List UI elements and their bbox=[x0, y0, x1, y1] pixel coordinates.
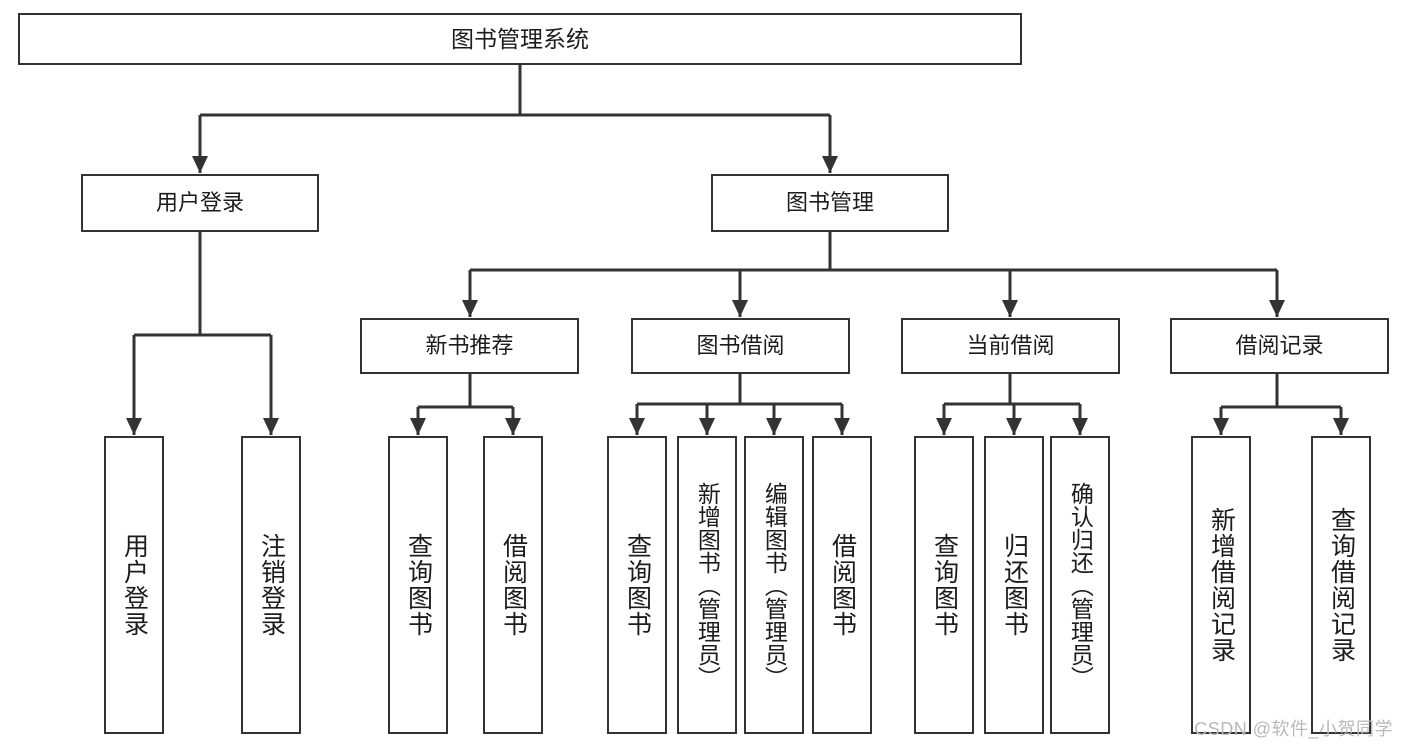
node-leaf-query-book-borrow[interactable]: 查询图书 bbox=[607, 436, 667, 734]
node-label-current-borrow: 当前借阅 bbox=[966, 333, 1055, 358]
node-leaf-confirm-return[interactable]: 确认归还（管理员） bbox=[1050, 436, 1110, 734]
arrowhead-book-borrow-to-leaf-borrow-book bbox=[834, 418, 850, 435]
node-leaf-borrow-book[interactable]: 借阅图书 bbox=[812, 436, 872, 734]
arrowhead-user-login-to-leaf-user-login bbox=[126, 418, 142, 435]
arrowhead-book-manage-to-borrow-record bbox=[1269, 300, 1285, 317]
node-leaf-logout[interactable]: 注销登录 bbox=[241, 436, 301, 734]
node-label-leaf-return-book: 归还图书 bbox=[1000, 533, 1029, 637]
arrowhead-current-borrow-to-leaf-query-book-current bbox=[936, 418, 952, 435]
arrowhead-current-borrow-to-leaf-return-book bbox=[1006, 418, 1022, 435]
arrowhead-root-to-user-login bbox=[192, 156, 208, 173]
node-label-leaf-query-book-borrow: 查询图书 bbox=[623, 533, 652, 637]
node-user-login[interactable]: 用户登录 bbox=[81, 174, 319, 232]
node-label-book-borrow: 图书借阅 bbox=[696, 333, 785, 358]
node-leaf-user-login[interactable]: 用户登录 bbox=[104, 436, 164, 734]
node-label-leaf-add-record: 新增借阅记录 bbox=[1207, 507, 1236, 663]
node-label-leaf-logout: 注销登录 bbox=[257, 533, 286, 637]
node-new-book-recommend[interactable]: 新书推荐 bbox=[360, 318, 579, 374]
arrowhead-book-borrow-to-leaf-edit-book bbox=[766, 418, 782, 435]
node-label-leaf-query-book-current: 查询图书 bbox=[930, 533, 959, 637]
arrowhead-book-manage-to-current-borrow bbox=[1002, 300, 1018, 317]
node-label-leaf-confirm-return: 确认归还（管理员） bbox=[1067, 481, 1094, 689]
arrowhead-current-borrow-to-leaf-confirm-return bbox=[1072, 418, 1088, 435]
arrowhead-book-borrow-to-leaf-query-book-borrow bbox=[629, 418, 645, 435]
node-label-root: 图书管理系统 bbox=[451, 25, 589, 52]
arrowhead-book-manage-to-new-book-recommend bbox=[462, 300, 478, 317]
arrowhead-borrow-record-to-leaf-add-record bbox=[1213, 418, 1229, 435]
node-label-leaf-query-record: 查询借阅记录 bbox=[1327, 507, 1356, 663]
node-leaf-add-record[interactable]: 新增借阅记录 bbox=[1191, 436, 1251, 734]
node-label-user-login: 用户登录 bbox=[155, 190, 244, 215]
node-borrow-record[interactable]: 借阅记录 bbox=[1170, 318, 1389, 374]
arrowhead-root-to-book-manage bbox=[822, 156, 838, 173]
node-label-leaf-borrow-book: 借阅图书 bbox=[828, 533, 857, 637]
node-label-leaf-user-login: 用户登录 bbox=[120, 533, 149, 637]
node-label-leaf-edit-book: 编辑图书（管理员） bbox=[761, 481, 788, 689]
node-leaf-query-record[interactable]: 查询借阅记录 bbox=[1311, 436, 1371, 734]
node-label-leaf-borrow-book-rec: 借阅图书 bbox=[499, 533, 528, 637]
node-label-borrow-record: 借阅记录 bbox=[1235, 333, 1324, 358]
node-label-leaf-query-book-rec: 查询图书 bbox=[404, 533, 433, 637]
node-current-borrow[interactable]: 当前借阅 bbox=[901, 318, 1120, 374]
node-label-leaf-add-book: 新增图书（管理员） bbox=[694, 481, 721, 689]
arrowhead-user-login-to-leaf-logout bbox=[263, 418, 279, 435]
node-leaf-borrow-book-rec[interactable]: 借阅图书 bbox=[483, 436, 543, 734]
arrowhead-borrow-record-to-leaf-query-record bbox=[1333, 418, 1349, 435]
arrowhead-book-manage-to-book-borrow bbox=[732, 300, 748, 317]
arrowhead-book-borrow-to-leaf-add-book bbox=[699, 418, 715, 435]
node-leaf-edit-book[interactable]: 编辑图书（管理员） bbox=[744, 436, 804, 734]
node-root[interactable]: 图书管理系统 bbox=[18, 13, 1022, 65]
arrowhead-new-book-recommend-to-leaf-query-book-rec bbox=[410, 418, 426, 435]
node-book-manage[interactable]: 图书管理 bbox=[711, 174, 949, 232]
node-label-new-book-recommend: 新书推荐 bbox=[425, 333, 514, 358]
node-leaf-query-book-current[interactable]: 查询图书 bbox=[914, 436, 974, 734]
node-leaf-return-book[interactable]: 归还图书 bbox=[984, 436, 1044, 734]
node-leaf-query-book-rec[interactable]: 查询图书 bbox=[388, 436, 448, 734]
node-label-book-manage: 图书管理 bbox=[785, 190, 874, 215]
node-leaf-add-book[interactable]: 新增图书（管理员） bbox=[677, 436, 737, 734]
node-book-borrow[interactable]: 图书借阅 bbox=[631, 318, 850, 374]
arrowhead-new-book-recommend-to-leaf-borrow-book-rec bbox=[505, 418, 521, 435]
